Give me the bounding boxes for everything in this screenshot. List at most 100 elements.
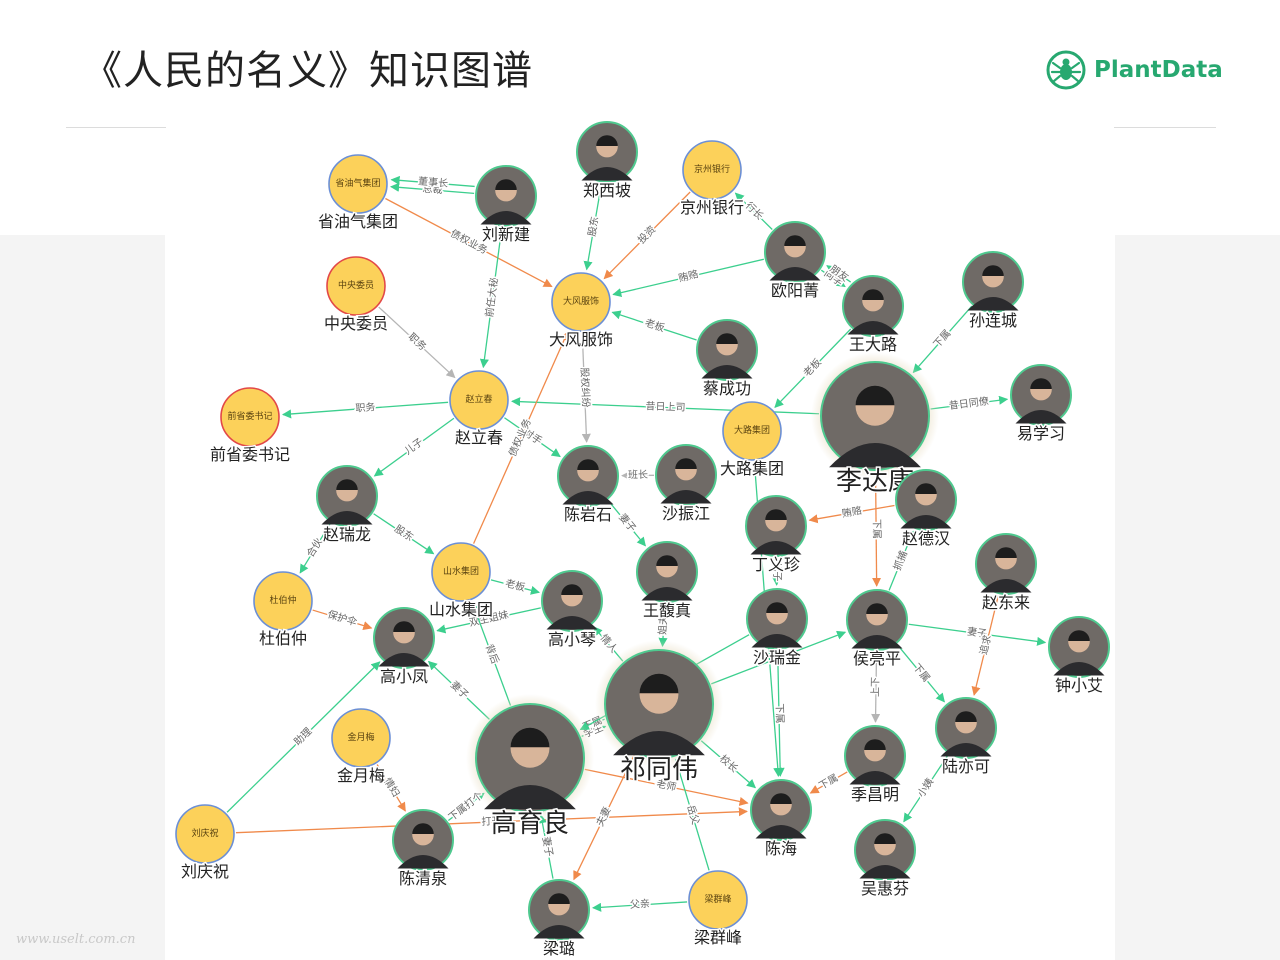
avatar-body-icon bbox=[859, 865, 911, 879]
edge-line bbox=[774, 328, 852, 408]
person-node-liuxinjian[interactable]: 刘新建 bbox=[475, 165, 537, 246]
edge-label: 保护伞 bbox=[326, 608, 358, 629]
edge-label: 下属 bbox=[817, 772, 840, 792]
person-node-zhaoruilong[interactable]: 赵瑞龙 bbox=[316, 465, 378, 546]
edge-line bbox=[299, 522, 331, 574]
edge-label: 总裁 bbox=[422, 182, 443, 197]
node-label: 赵立春 bbox=[455, 428, 503, 447]
person-node-wangdalu[interactable]: 王大路 bbox=[842, 275, 904, 356]
avatar-hair-icon bbox=[639, 673, 679, 694]
relation-edge: 父亲 bbox=[592, 895, 688, 913]
edge-label: 夫妻 bbox=[593, 805, 613, 829]
edge-line bbox=[378, 306, 456, 379]
brand-name: PlantData bbox=[1094, 57, 1223, 83]
org-inner-label: 京州银行 bbox=[694, 163, 730, 175]
person-node-wangdazhen[interactable]: 王馥真 bbox=[636, 541, 698, 622]
avatar-hair-icon bbox=[765, 509, 787, 520]
relation-edge: 班长 bbox=[621, 467, 655, 483]
person-node-sunliancheng[interactable]: 孙连城 bbox=[962, 251, 1024, 332]
title-rule-left bbox=[66, 127, 166, 128]
node-label: 丁义珍 bbox=[752, 555, 800, 574]
edge-label: 昔日上司 bbox=[645, 400, 685, 414]
edge-label: 贿赂 bbox=[841, 504, 863, 520]
node-label: 杜伯仲 bbox=[259, 629, 307, 648]
person-node-ouyangjing[interactable]: 欧阳菁 bbox=[764, 221, 826, 302]
edge-line bbox=[479, 227, 503, 369]
node-label: 梁璐 bbox=[543, 939, 575, 958]
person-node-gaoyuliang[interactable]: 高育良 bbox=[466, 694, 594, 841]
avatar-body-icon bbox=[581, 167, 633, 181]
avatar-body-icon bbox=[641, 587, 693, 601]
org-circle bbox=[722, 401, 782, 461]
edge-line bbox=[376, 764, 406, 812]
person-node-chenqingquan[interactable]: 陈清泉 bbox=[392, 809, 454, 890]
edge-line bbox=[611, 310, 697, 341]
edge-line bbox=[930, 395, 1009, 410]
person-node-zhengxipo[interactable]: 郑西坡 bbox=[576, 121, 638, 202]
relation-edge: 下属 bbox=[912, 305, 973, 374]
person-node-lianglu[interactable]: 梁璐 bbox=[528, 879, 590, 960]
avatar-body-icon bbox=[829, 443, 921, 468]
person-node-yixuexi[interactable]: 易学习 bbox=[1010, 364, 1072, 445]
avatar-hair-icon bbox=[675, 458, 697, 469]
person-node-wuhuifen[interactable]: 吴惠芬 bbox=[854, 819, 916, 900]
person-node-zhaodonglai[interactable]: 赵东来 bbox=[975, 533, 1037, 614]
person-node-gaoxiaoqin[interactable]: 高小琴 bbox=[541, 570, 603, 651]
edge-label: 下属 bbox=[773, 703, 785, 723]
person-node-qitongwei[interactable]: 祁同伟 bbox=[595, 640, 723, 787]
edge-line bbox=[436, 607, 541, 634]
edge-line bbox=[490, 579, 540, 595]
node-label: 王大路 bbox=[849, 335, 897, 354]
person-node-shazhenjiang[interactable]: 沙振江 bbox=[655, 444, 717, 525]
edge-label: 职务 bbox=[406, 330, 430, 353]
avatar-body-icon bbox=[967, 297, 1019, 311]
person-node-chenyanshi[interactable]: 陈岩石 bbox=[557, 445, 619, 526]
avatar-hair-icon bbox=[412, 823, 434, 834]
knowledge-graph: 总裁董事长债权业务前任大秘股东投资行长贿赂同学朋友老板老板下属职务职务昔日上司昔… bbox=[175, 121, 1110, 960]
person-node-zhaodehan[interactable]: 赵德汉 bbox=[895, 469, 957, 550]
person-node-luyike[interactable]: 陆亦可 bbox=[935, 697, 997, 778]
node-label: 沙瑞金 bbox=[753, 648, 801, 667]
person-node-chenhai[interactable]: 陈海 bbox=[750, 779, 812, 860]
edge-line bbox=[612, 258, 764, 298]
avatar-body-icon bbox=[940, 743, 992, 757]
edge-line bbox=[471, 602, 512, 706]
edge-line bbox=[583, 183, 603, 271]
avatar-body-icon bbox=[751, 634, 803, 648]
org-circle bbox=[331, 708, 391, 768]
avatar-hair-icon bbox=[784, 235, 806, 246]
person-node-gaoxiaofeng[interactable]: 高小凤 bbox=[373, 607, 435, 688]
person-node-dingyizhen[interactable]: 丁义珍 bbox=[745, 495, 807, 576]
node-label: 欧阳菁 bbox=[771, 281, 819, 300]
avatar-body-icon bbox=[750, 541, 802, 555]
edge-label: 妻子 bbox=[966, 625, 988, 641]
org-circle bbox=[175, 804, 235, 864]
person-node-jichangming[interactable]: 季昌明 bbox=[844, 725, 906, 806]
edge-line bbox=[658, 603, 668, 648]
node-label: 侯亮平 bbox=[853, 649, 901, 668]
edge-line bbox=[971, 594, 1000, 696]
edge-label: 助理 bbox=[291, 725, 314, 748]
avatar-body-icon bbox=[546, 616, 598, 630]
person-node-shaoruijin[interactable]: 沙瑞金 bbox=[746, 588, 808, 669]
relation-edge: 儿子 bbox=[769, 557, 785, 586]
node-label: 刘新建 bbox=[482, 225, 530, 244]
person-node-houliangping[interactable]: 侯亮平 bbox=[846, 589, 908, 670]
org-inner-label: 山水集团 bbox=[443, 565, 479, 577]
person-node-caichenggong[interactable]: 蔡成功 bbox=[696, 319, 758, 400]
edge-label: 投资 bbox=[635, 223, 658, 246]
person-node-zhongxiaoai[interactable]: 钟小艾 bbox=[1048, 616, 1110, 697]
relation-edge: 妻子 bbox=[908, 623, 1047, 646]
